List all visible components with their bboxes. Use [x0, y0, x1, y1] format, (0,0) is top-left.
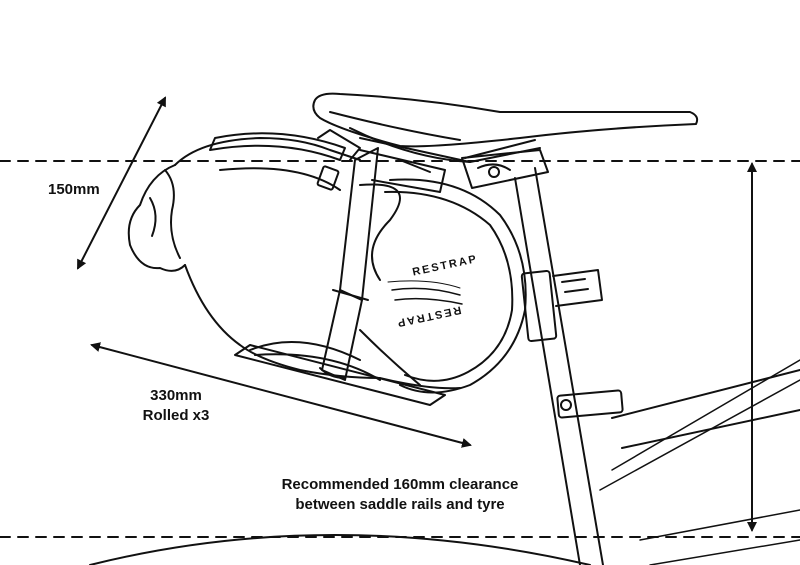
- height-label: 150mm: [48, 181, 100, 198]
- clearance-label: Recommended 160mm clearance between sadd…: [250, 475, 550, 515]
- restrap-logo: [387, 280, 463, 305]
- length-label: 330mm Rolled x3: [138, 386, 214, 426]
- roll-bag: [127, 129, 461, 406]
- clearance-line-2: between saddle rails and tyre: [295, 496, 505, 513]
- length-value: 330mm: [150, 387, 202, 404]
- seatpost-clamp: [461, 139, 549, 189]
- bike-frame: [514, 167, 800, 565]
- bag-harness: [319, 147, 603, 394]
- clearance-line-1: Recommended 160mm clearance: [281, 476, 519, 493]
- restrap-logo-text: RESTRAP RESTRAP: [395, 253, 479, 329]
- tyre-outline: [89, 534, 591, 565]
- height-dimension-arrow: [77, 96, 166, 270]
- length-dimension-arrow: [90, 342, 472, 448]
- length-note: Rolled x3: [142, 407, 210, 424]
- svg-text:RESTRAP: RESTRAP: [411, 253, 479, 279]
- saddle: [312, 92, 699, 163]
- svg-text:RESTRAP: RESTRAP: [395, 303, 463, 329]
